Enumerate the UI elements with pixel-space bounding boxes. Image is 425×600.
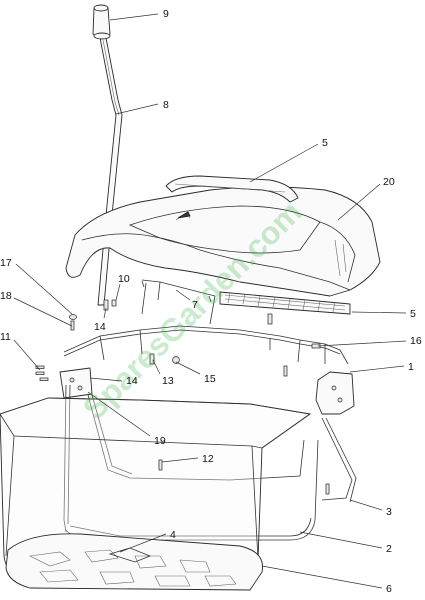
callout-6: 6 bbox=[386, 583, 392, 595]
callout-20: 20 bbox=[383, 176, 395, 188]
grass-bag-lid-part bbox=[65, 186, 381, 315]
callout-2: 2 bbox=[386, 543, 392, 555]
callout-labels: 9 8 5 20 17 10 18 7 5 14 11 16 14 13 15 … bbox=[0, 8, 422, 595]
lid-bracket-part bbox=[141, 279, 216, 325]
handle-grip-part bbox=[92, 4, 111, 40]
callout-13: 13 bbox=[162, 375, 174, 387]
callout-17: 17 bbox=[0, 257, 12, 269]
callout-16: 16 bbox=[410, 335, 422, 347]
leader-lines bbox=[13, 13, 407, 589]
callout-4: 4 bbox=[170, 529, 176, 541]
callout-9: 9 bbox=[163, 8, 169, 20]
hardware-fasteners bbox=[35, 299, 330, 495]
callout-15: 15 bbox=[204, 373, 216, 385]
callout-14-lower: 14 bbox=[126, 375, 138, 387]
lid-handle-part bbox=[165, 175, 299, 203]
bag-frame-part bbox=[59, 325, 357, 541]
callout-12: 12 bbox=[202, 453, 214, 465]
callout-7: 7 bbox=[192, 299, 198, 311]
callout-11: 11 bbox=[0, 331, 11, 343]
callout-5-right: 5 bbox=[410, 308, 416, 320]
callout-8: 8 bbox=[163, 99, 169, 111]
callout-3: 3 bbox=[386, 506, 392, 518]
callout-19: 19 bbox=[154, 435, 166, 447]
callout-18: 18 bbox=[0, 290, 12, 302]
callout-1: 1 bbox=[408, 361, 414, 373]
callout-5-top: 5 bbox=[322, 137, 328, 149]
callout-14-upper: 14 bbox=[94, 321, 106, 333]
callout-10: 10 bbox=[118, 273, 130, 285]
handle-tube-part bbox=[97, 37, 123, 306]
grass-bag-body-part bbox=[0, 397, 312, 591]
